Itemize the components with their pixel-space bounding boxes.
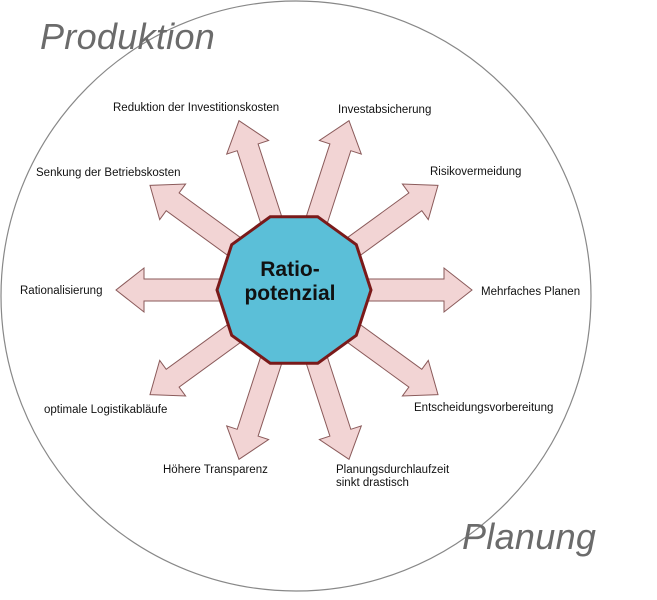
title-produktion: Produktion [40, 16, 216, 57]
benefit-label-mehrfaches-planen: Mehrfaches Planen [481, 286, 581, 298]
center-label-line1: Ratio- [260, 258, 320, 281]
benefit-label-betriebskosten: Senkung der Betriebskosten [36, 167, 181, 179]
title-planung: Planung [462, 516, 597, 557]
benefit-label-entscheidungsvorbereitung: Entscheidungsvorbereitung [414, 402, 554, 414]
outer-circle [0, 0, 592, 592]
center-label: Ratio- potenzial [215, 258, 365, 306]
benefit-label-risikovermeidung: Risikovermeidung [430, 166, 522, 178]
center-decagon [215, 215, 373, 365]
benefit-label-rationalisierung: Rationalisierung [20, 285, 103, 297]
center-label-line2: potenzial [244, 282, 336, 305]
benefit-label-investabsicherung: Investabsicherung [338, 104, 432, 116]
benefit-label-logistik: optimale Logistikabläufe [44, 404, 168, 416]
benefit-label-planungsdurchlaufzeit: Planungsdurchlaufzeit sinkt drastisch [336, 464, 450, 489]
benefit-label-investitionskosten: Reduktion der Investitionskosten [113, 102, 280, 114]
benefit-label-transparenz: Höhere Transparenz [163, 464, 268, 476]
